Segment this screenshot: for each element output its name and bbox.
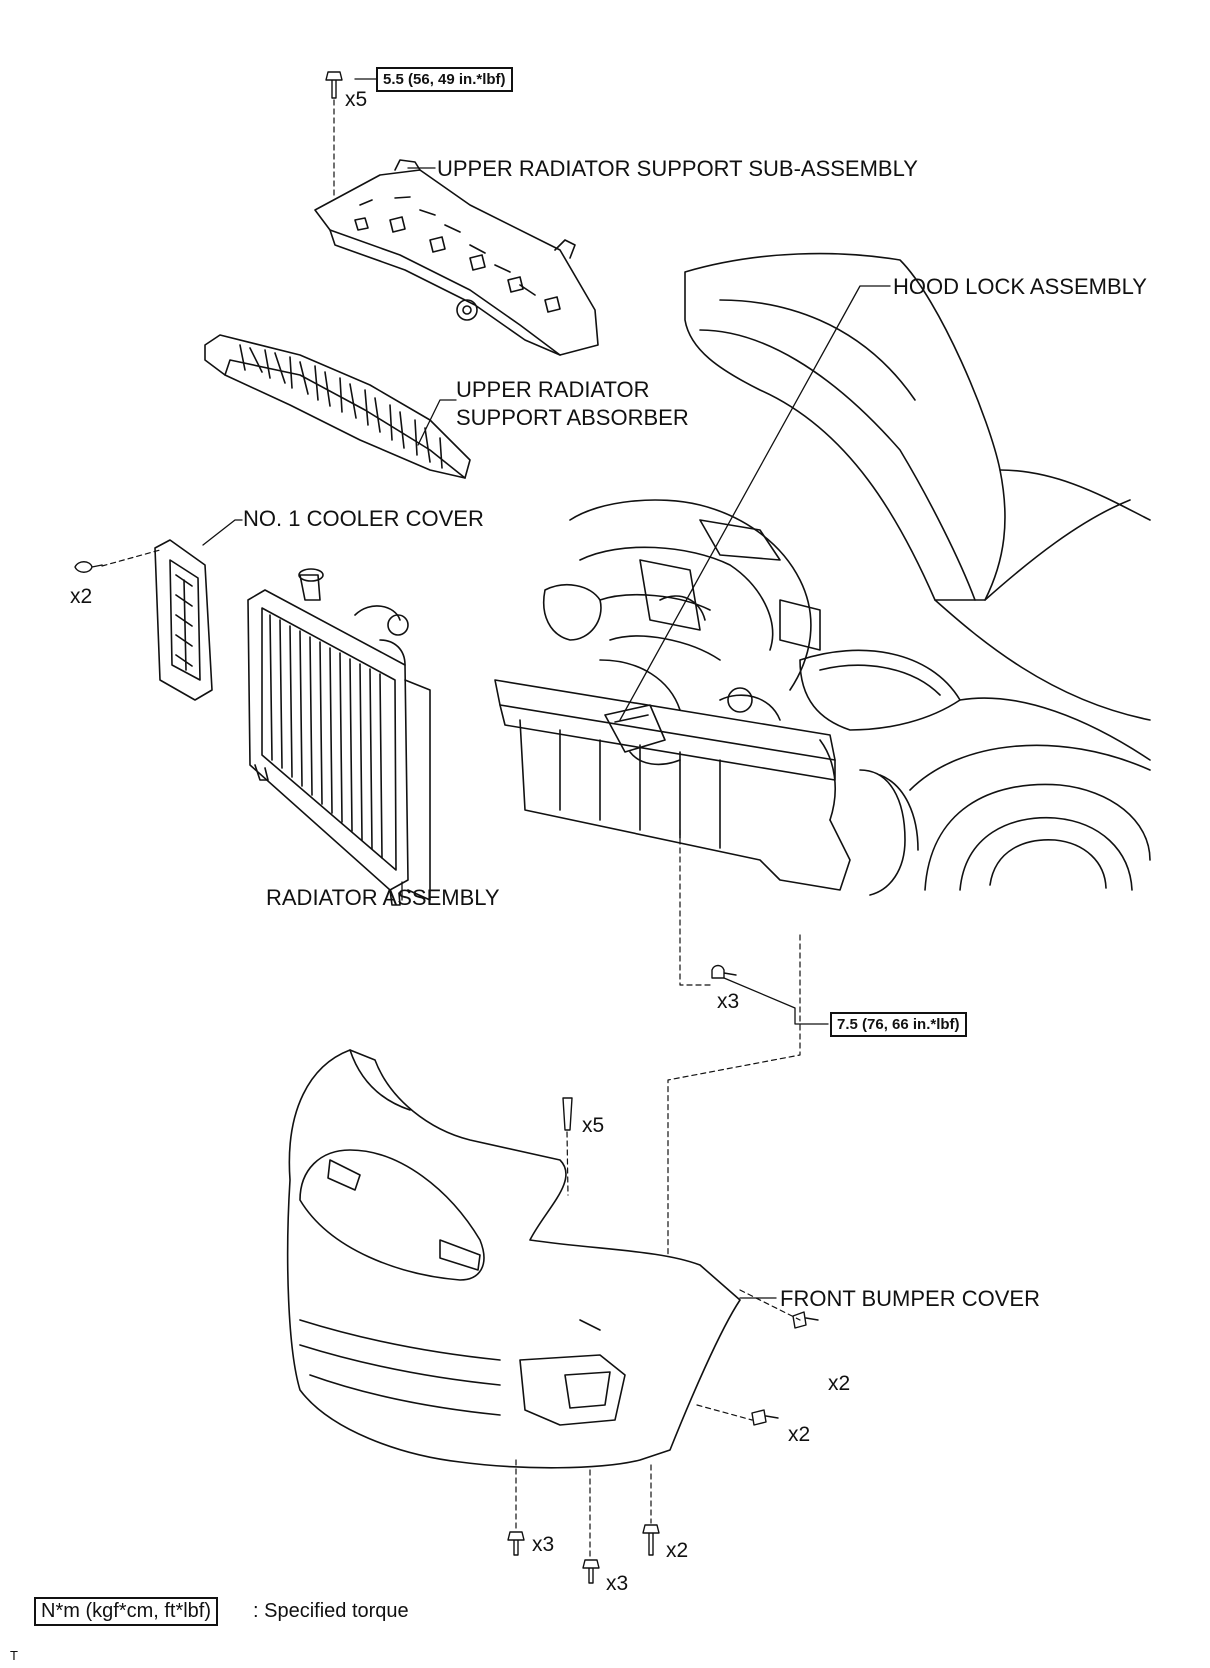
- label-front-bumper-cover: FRONT BUMPER COVER: [780, 1286, 1040, 1311]
- label-upper-radiator-support-absorber-line1: UPPER RADIATOR: [456, 377, 650, 402]
- torque-box-radiator-lower: 7.5 (76, 66 in.*lbf): [830, 1012, 967, 1037]
- legend-torque-description: : Specified torque: [253, 1600, 409, 1622]
- clip-icon: [751, 1409, 779, 1426]
- footer-code: T: [10, 1648, 18, 1663]
- hood-lock-part: [604, 704, 666, 753]
- qty-bumper-bottom-right: x2: [666, 1539, 689, 1562]
- label-upper-radiator-support-sub-assembly: UPPER RADIATOR SUPPORT SUB-ASSEMBLY: [437, 156, 918, 181]
- label-no1-cooler-cover: NO. 1 COOLER COVER: [243, 506, 484, 531]
- qty-cooler-cover: x2: [70, 585, 93, 608]
- front-bumper-cover-part: [286, 1049, 741, 1469]
- upper-radiator-support-absorber-part: [204, 334, 471, 479]
- bolt-icon: [642, 1524, 660, 1556]
- qty-bumper-bottom-left: x3: [532, 1533, 555, 1556]
- vehicle-front-illustration: [494, 252, 1151, 896]
- bolt-icon: [507, 1531, 525, 1556]
- no1-cooler-cover-part: [154, 539, 213, 701]
- bolt-icon: [582, 1559, 600, 1584]
- legend-torque-unit: N*m (kgf*cm, ft*lbf): [34, 1597, 219, 1626]
- qty-bumper-side-upper: x2: [828, 1372, 851, 1395]
- assembly-guide-lines: [101, 99, 801, 1559]
- clip-icon: [74, 561, 103, 573]
- qty-bumper-top: x5: [582, 1114, 605, 1137]
- label-hood-lock-assembly: HOOD LOCK ASSEMBLY: [893, 274, 1147, 299]
- qty-bumper-side-lower: x2: [788, 1423, 811, 1446]
- upper-radiator-support-part: [314, 159, 599, 356]
- qty-upper-support: x5: [345, 88, 368, 111]
- leader-lines: [202, 78, 891, 1299]
- bolt-icon: [325, 71, 343, 99]
- clip-icon: [562, 1097, 573, 1131]
- label-upper-radiator-support-absorber-line2: SUPPORT ABSORBER: [456, 405, 689, 430]
- clip-icon: [792, 1311, 819, 1329]
- label-radiator-assembly: RADIATOR ASSEMBLY: [266, 885, 500, 910]
- torque-box-upper-support: 5.5 (56, 49 in.*lbf): [376, 67, 513, 92]
- bolt-icon: [711, 964, 737, 979]
- qty-radiator-lower: x3: [717, 990, 740, 1013]
- qty-bumper-bottom-center: x3: [606, 1572, 629, 1595]
- fastener-icons: [74, 71, 819, 1584]
- radiator-assembly-part: [247, 568, 431, 906]
